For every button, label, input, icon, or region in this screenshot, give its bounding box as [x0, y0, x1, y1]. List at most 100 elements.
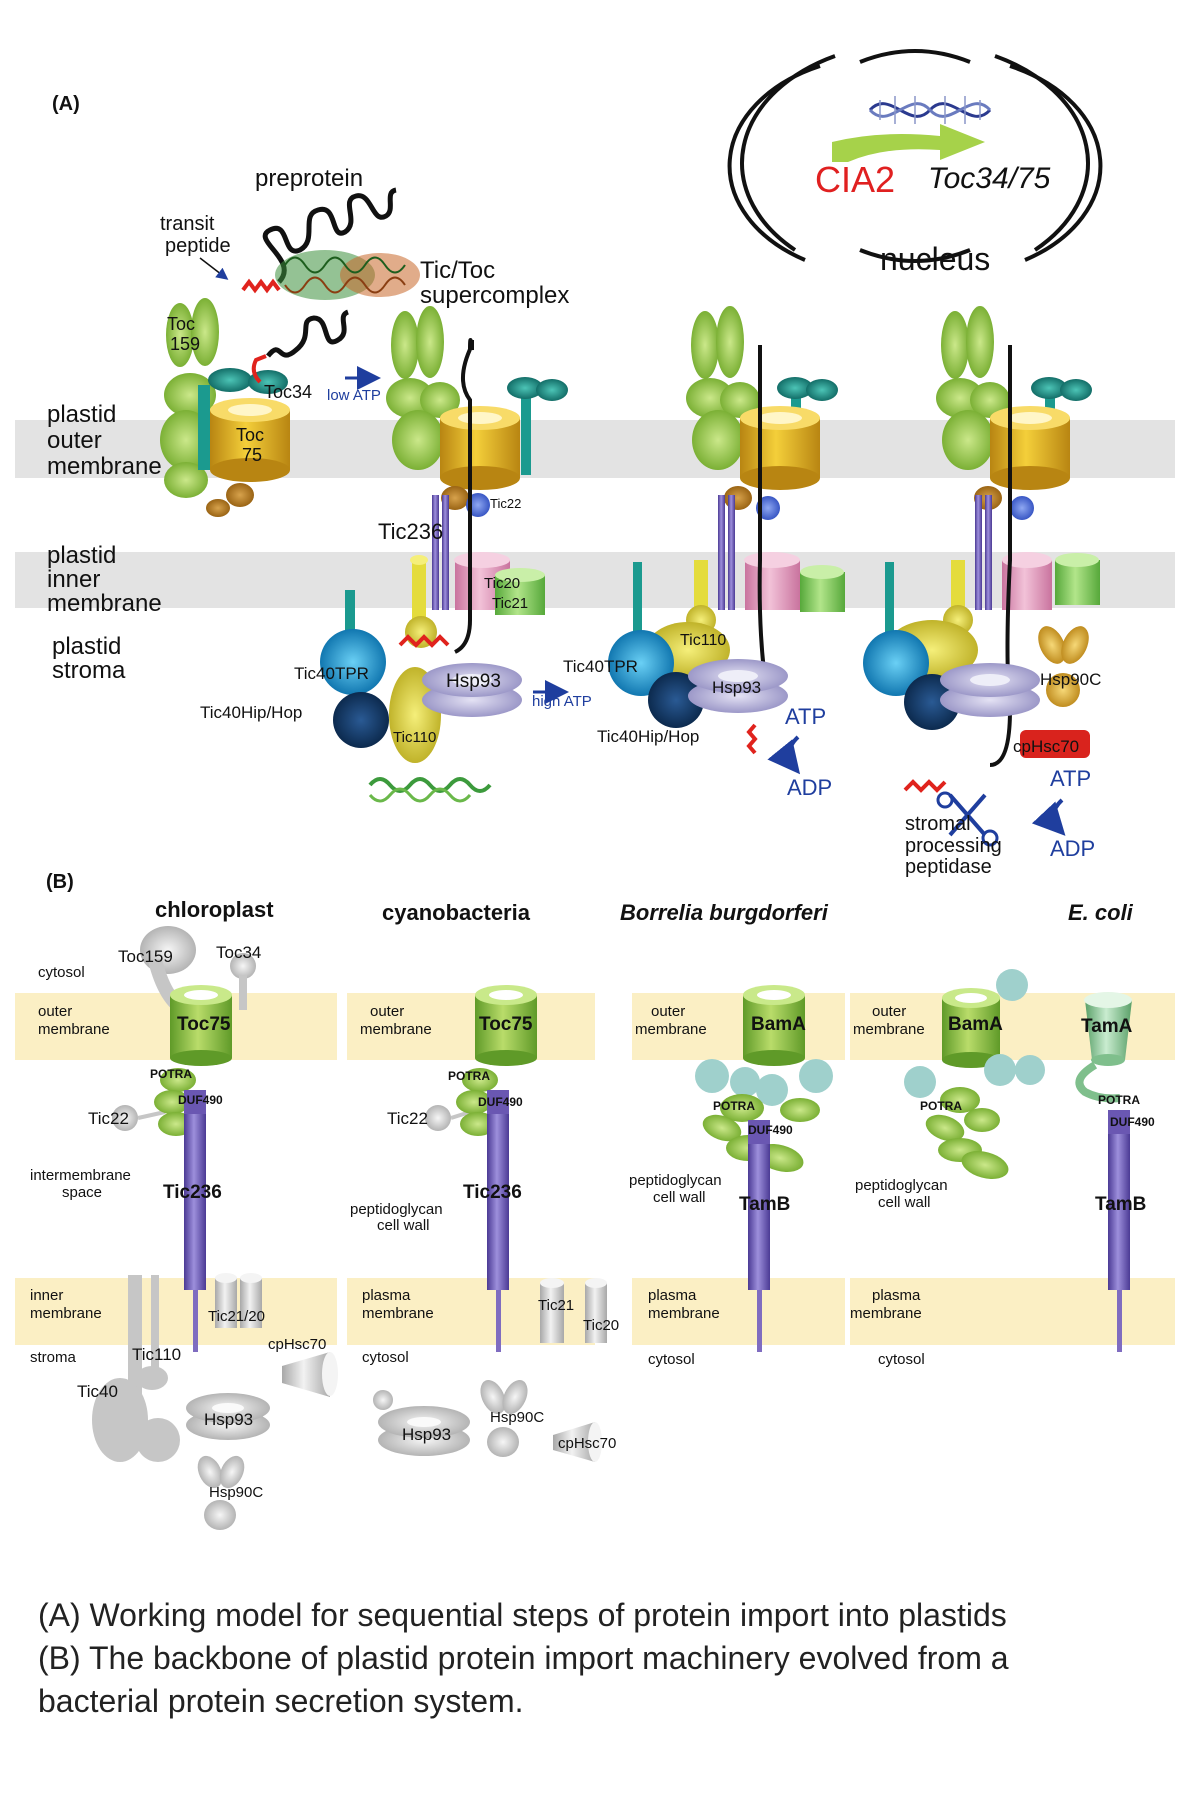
- panel-b-label: (B): [46, 871, 74, 893]
- tic40hip-label: Tic40Hip/Hop: [200, 703, 302, 722]
- caption-line-b: (B) The backbone of plastid protein impo…: [38, 1640, 1009, 1676]
- tic22-label: Tic22: [88, 1109, 129, 1128]
- stage1-toc-complex: Toc 159 Toc34 Toc 75: [160, 298, 350, 517]
- tic110-label: Tic110: [680, 632, 726, 649]
- adp-label: ADP: [1050, 836, 1095, 861]
- svg-text:membrane: membrane: [362, 1305, 434, 1322]
- scissors-icon: [936, 791, 999, 847]
- tic40hip-label: Tic40Hip/Hop: [597, 727, 699, 746]
- inner-membrane-label: inner: [30, 1287, 63, 1304]
- atp-label: ATP: [1050, 766, 1091, 791]
- plasma-membrane-label: plasma: [648, 1287, 697, 1304]
- inner-membrane-label: plastid inner membrane: [47, 542, 162, 617]
- outer-membrane-label: outer: [38, 1003, 72, 1020]
- outer-membrane-label: outer: [370, 1003, 404, 1020]
- svg-text:membrane: membrane: [360, 1021, 432, 1038]
- stage3-supercomplex: Tic110 Tic40TPR Hsp93 Tic40Hip/Hop ATP A…: [563, 306, 845, 800]
- hsp93-label: Hsp93: [446, 671, 501, 692]
- hsp90c: [1038, 626, 1089, 707]
- tic21-20-label: Tic21/20: [208, 1308, 265, 1325]
- tic110-label: Tic110: [393, 729, 436, 746]
- cytosol-label: cytosol: [362, 1349, 409, 1366]
- hsp90c-label: Hsp90C: [209, 1484, 263, 1501]
- cytosol-label: cytosol: [38, 964, 85, 981]
- stroma-label: plastid stroma: [52, 633, 126, 684]
- toc75-label: Toc75: [479, 1014, 533, 1035]
- preprotein: preprotein transit peptide: [160, 165, 397, 294]
- stroma-label: stroma: [30, 1349, 77, 1366]
- svg-text:processing: processing: [905, 835, 1002, 857]
- potra-bam-label: POTRA: [920, 1099, 962, 1113]
- svg-text:membrane: membrane: [47, 590, 162, 617]
- tic21-label: Tic21: [538, 1297, 574, 1314]
- chloroplast-column: cytosol Toc159 Toc34 outer membrane Toc7…: [30, 926, 338, 1530]
- organism-borrelia: Borrelia burgdorferi: [620, 900, 829, 925]
- toc34-label: Toc34: [216, 943, 261, 962]
- high-atp-arrow: high ATP: [532, 680, 592, 710]
- adp-label: ADP: [787, 775, 832, 800]
- bama-label: BamA: [751, 1014, 806, 1035]
- caption-line-c: bacterial protein secretion system.: [38, 1683, 524, 1719]
- supercomplex-label: Tic/Toc: [420, 257, 495, 284]
- organism-chloroplast: chloroplast: [155, 897, 274, 922]
- tic40tpr-label: Tic40TPR: [563, 657, 638, 676]
- svg-text:plastid: plastid: [52, 633, 121, 660]
- tic20-label: Tic20: [583, 1317, 619, 1334]
- cytosol-label: cytosol: [648, 1351, 695, 1368]
- svg-text:membrane: membrane: [38, 1021, 110, 1038]
- svg-text:low ATP: low ATP: [327, 387, 381, 404]
- transit-peptide-label: transit: [160, 213, 215, 235]
- svg-text:stromal: stromal: [905, 813, 971, 835]
- toc34-label: Toc34: [264, 382, 312, 402]
- tic20-label: Tic20: [484, 575, 520, 592]
- peptidoglycan-label: peptidoglycan: [629, 1172, 722, 1189]
- tic21-label: Tic21: [492, 595, 528, 612]
- tic110-structure-image: [368, 777, 492, 803]
- inner-membrane-band: [15, 552, 1175, 608]
- svg-text:cell wall: cell wall: [653, 1189, 706, 1206]
- cphsc70-label: cpHsc70: [558, 1435, 616, 1452]
- atp-label: ATP: [785, 704, 826, 729]
- svg-text:peptidase: peptidase: [905, 856, 992, 878]
- hsp93-label: Hsp93: [204, 1410, 253, 1429]
- toc34-75-gene: Toc34/75: [928, 162, 1051, 195]
- transcription-arrow-icon: [832, 124, 985, 162]
- duf490-label: DUF490: [1110, 1115, 1155, 1129]
- tamb-label: TamB: [1095, 1194, 1146, 1215]
- borrelia-column: outer membrane BamA POTRA DUF490 peptido…: [629, 985, 833, 1368]
- preprotein-label: preprotein: [255, 165, 363, 192]
- duf490-label: DUF490: [748, 1123, 793, 1137]
- potra-label: POTRA: [150, 1067, 192, 1081]
- plasma-membrane-label: plasma: [362, 1287, 411, 1304]
- figure-caption: (A) Working model for sequential steps o…: [38, 1594, 1158, 1723]
- plasma-membrane-label: plasma: [872, 1287, 921, 1304]
- tama-label: TamA: [1081, 1016, 1133, 1037]
- tic40tpr-label: Tic40TPR: [294, 664, 369, 683]
- outer-membrane-label: plastid outer membrane: [47, 401, 162, 480]
- ecoli-column: outer membrane BamA TamA POTRA POTRA DUF…: [850, 969, 1155, 1368]
- supercomplex-label-2: supercomplex: [420, 282, 569, 309]
- svg-text:cell wall: cell wall: [377, 1217, 430, 1234]
- cia2-gene: CIA2: [815, 159, 895, 200]
- bama-label: BamA: [948, 1014, 1003, 1035]
- tic236-label: Tic236: [463, 1182, 522, 1203]
- outer-membrane-label: outer: [651, 1003, 685, 1020]
- tic236-label: Tic236: [163, 1182, 222, 1203]
- toc75-label: Toc: [236, 425, 264, 445]
- hsp93-label: Hsp93: [712, 678, 761, 697]
- cyanobacteria-column: outer membrane Toc75 POTRA Tic22 DUF490 …: [350, 985, 619, 1462]
- cphsc70-label: cpHsc70: [268, 1336, 326, 1353]
- transit-peptide-label-2: peptide: [165, 235, 231, 257]
- tamb-label: TamB: [739, 1194, 790, 1215]
- outer-membrane-label: outer: [872, 1003, 906, 1020]
- hsp90c-label: Hsp90C: [490, 1409, 544, 1426]
- peptidoglycan-label: peptidoglycan: [350, 1201, 443, 1218]
- svg-text:159: 159: [170, 334, 200, 354]
- svg-text:membrane: membrane: [853, 1021, 925, 1038]
- low-atp-arrow: low ATP: [327, 366, 381, 404]
- svg-text:75: 75: [242, 445, 262, 465]
- organism-ecoli: E. coli: [1068, 900, 1134, 925]
- potra-label: POTRA: [713, 1099, 755, 1113]
- tic22-label: Tic22: [490, 496, 521, 511]
